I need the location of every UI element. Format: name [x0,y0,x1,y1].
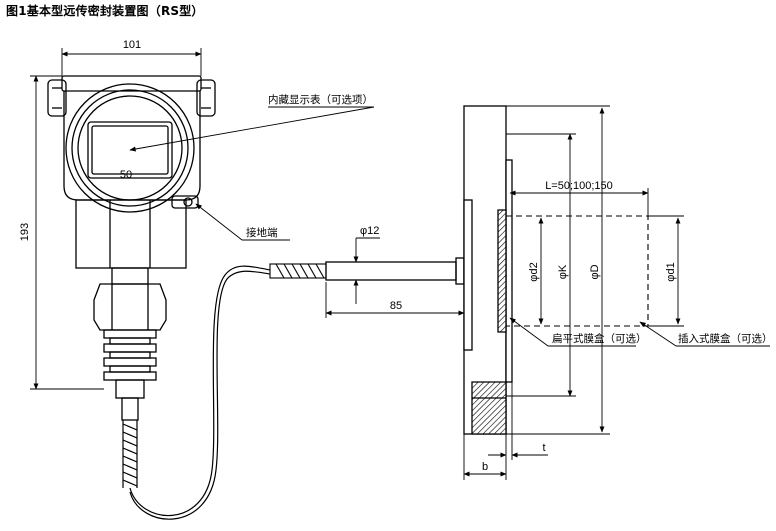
dim-L: L=50;100;150 [545,180,613,192]
page-title: 图1基本型远传密封装置图（RS型） [6,4,204,18]
label-insert-capsule: 插入式膜盒（可选） [678,332,773,345]
dim-D: φD [589,264,601,279]
leader-lines [129,106,770,347]
dim-len-85: 85 [390,300,402,312]
capillary-flex [269,263,327,279]
label-display: 内藏显示表（可选项） [268,93,373,106]
dim-width-101: 101 [123,39,141,51]
seal-flange [463,105,513,435]
dim-t: t [542,442,545,454]
seal-probe [325,257,465,285]
dim-d1: φd1 [665,262,677,281]
label-flat-capsule: 扁平式膜盒（可选） [552,332,647,345]
dim-K: φK [557,264,569,279]
gauge-value: 50 [120,169,132,181]
dimension-lines [30,48,684,480]
dim-b: b [482,461,488,473]
transmitter-neck [75,199,187,421]
dim-height-193: 193 [19,223,31,241]
insert-capsule [505,215,649,327]
capillary-tube [122,265,271,520]
label-ground: 接地端 [246,226,278,239]
dim-dia-12: φ12 [360,225,379,237]
transmitter-housing [47,75,216,213]
dim-d2: φd2 [528,262,540,281]
